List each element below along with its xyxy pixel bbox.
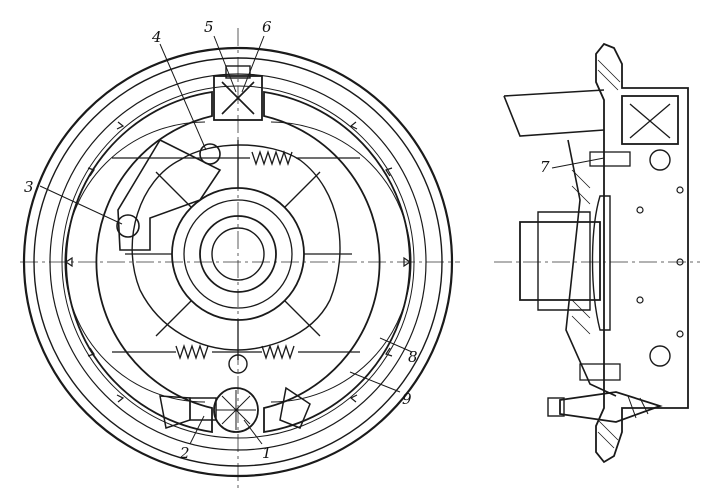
adjuster-lever bbox=[116, 138, 222, 251]
callout-8: 8 bbox=[408, 348, 418, 366]
backing-plate bbox=[125, 140, 352, 360]
section-hatching bbox=[571, 59, 621, 449]
leader-line-9 bbox=[349, 371, 401, 393]
callout-1: 1 bbox=[262, 444, 272, 462]
return-spring-upper bbox=[112, 149, 360, 167]
callout-2: 2 bbox=[179, 444, 190, 462]
leader-line-6 bbox=[241, 35, 265, 93]
section-view bbox=[494, 42, 700, 464]
brake-drum bbox=[22, 46, 454, 478]
section-bolts bbox=[579, 149, 684, 381]
leader-line-8 bbox=[379, 337, 413, 353]
return-spring-lower bbox=[112, 343, 360, 361]
leader-line-2 bbox=[189, 415, 205, 445]
front-view bbox=[20, 28, 460, 490]
leader-line-7 bbox=[551, 157, 605, 169]
callout-4: 4 bbox=[151, 28, 162, 46]
leader-line-4 bbox=[159, 43, 207, 151]
leader-line-1 bbox=[243, 419, 263, 445]
callouts bbox=[39, 35, 605, 445]
callout-7: 7 bbox=[540, 158, 550, 176]
callout-6: 6 bbox=[262, 18, 272, 36]
leader-line-5 bbox=[213, 35, 237, 93]
callout-3: 3 bbox=[24, 178, 34, 196]
lower-cam-assembly bbox=[159, 354, 311, 433]
leader-line-3 bbox=[39, 185, 123, 225]
callout-9: 9 bbox=[402, 390, 412, 408]
callout-5: 5 bbox=[204, 18, 214, 36]
brake-shoes bbox=[64, 90, 412, 434]
callout-labels: 1 2 3 4 5 6 7 8 9 bbox=[24, 18, 550, 462]
